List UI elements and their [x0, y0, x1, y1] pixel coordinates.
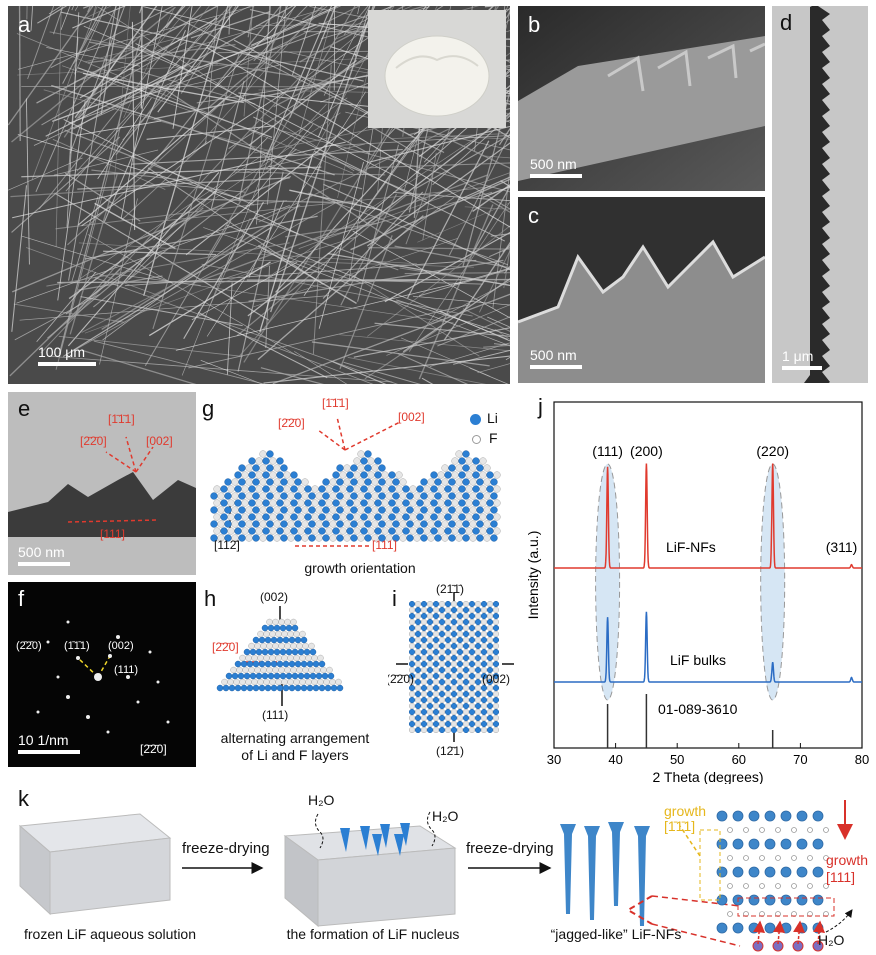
panel-label-i: i — [392, 586, 397, 611]
dir-e-4: [111] — [100, 527, 125, 541]
step-label-2: the formation of LiF nucleus — [286, 926, 460, 942]
growth-label-1: growth[1̄1̄1] — [664, 803, 707, 834]
legend-f: F — [470, 430, 498, 446]
h2o-label-2: H₂O — [432, 808, 459, 824]
step-label-3: “jagged-like” LiF-NFs — [550, 926, 682, 942]
peak-highlight — [595, 463, 621, 701]
jagged-fiber — [804, 6, 830, 383]
axis-g: [112̄] — [214, 538, 240, 552]
xrd-chart: 30 40 50 60 70 80 2 Theta (degrees) Intensity (… — [525, 401, 869, 784]
panel-g-crystal: g [1̄1̄1] [2̄2̄0] [002] [111] [112̄] gro… — [200, 392, 520, 582]
scale-bar-e: 500 nm — [18, 544, 70, 566]
panel-label-b: b — [528, 12, 541, 37]
zone-axis-f: [2̄2̄0] — [140, 742, 167, 756]
h2o-label-1: H₂O — [308, 792, 335, 808]
panel-d-tem: d 1 μm — [772, 6, 868, 383]
frozen-solution-block — [18, 813, 172, 916]
crystal-model-g — [210, 416, 501, 547]
caption-g: growth orientation — [304, 560, 416, 576]
panel-label-h: h — [204, 586, 217, 611]
panel-label-e: e — [18, 396, 31, 421]
x-tick-label: 30 — [547, 752, 561, 767]
panel-label-d: d — [780, 10, 793, 35]
process-diagram — [18, 800, 853, 952]
x-tick-label: 50 — [670, 752, 684, 767]
inset-photo — [368, 10, 506, 128]
panel-label-k: k — [18, 786, 29, 811]
panel-f-saed: f (2̄2̄0) (1̄1̄1) (002) (111) [2̄2̄0] 10… — [8, 582, 196, 767]
dir-g-1: [1̄1̄1] — [322, 396, 349, 410]
xrd-series-line — [554, 611, 862, 683]
dir-e-1: [1̄1̄1] — [108, 412, 135, 426]
dir-g-4: [111] — [372, 538, 397, 552]
dir-g-3: [002] — [398, 410, 425, 424]
panel-label-c: c — [528, 203, 539, 228]
scale-bar-c: 500 nm — [530, 347, 582, 369]
panel-a-sem: a 100 μm — [8, 6, 510, 384]
x-axis-label: 2 Theta (degrees) — [652, 769, 763, 784]
crystal-model-h — [216, 606, 344, 706]
series-label: LiF bulks — [670, 652, 726, 668]
x-tick-label: 40 — [608, 752, 622, 767]
dir-g-2: [2̄2̄0] — [278, 416, 305, 430]
x-tick-label: 60 — [732, 752, 746, 767]
panel-label-g: g — [202, 396, 215, 421]
dir-h-1: (002) — [260, 590, 289, 604]
panel-k-process: k — [0, 786, 876, 955]
diffraction-pattern — [36, 620, 170, 734]
peak-label: (220) — [756, 443, 789, 459]
freeze-drying-label-2: freeze-drying — [466, 840, 554, 857]
panel-h-crystal: h (002) [2̄2̄0] (111) alternating arrang… — [200, 584, 390, 766]
dir-i-1: (21̄1̄) — [436, 584, 465, 596]
legend-g: Li F — [470, 410, 498, 446]
scale-bar-b: 500 nm — [530, 156, 582, 178]
step-label-1: frozen LiF aqueous solution — [24, 926, 196, 942]
series-label: LiF-NFs — [666, 539, 716, 555]
dir-i-4: (12̄1) — [436, 744, 465, 758]
crystal-model-i — [396, 592, 514, 742]
dir-i-2: (2̄2̄0) — [388, 672, 415, 686]
jagged-nanofibers — [560, 822, 650, 926]
panel-label-j: j — [538, 394, 543, 419]
freeze-drying-label-1: freeze-drying — [182, 840, 270, 857]
dir-i-3: (002) — [482, 672, 511, 686]
reference-label: 01-089-3610 — [658, 701, 738, 717]
legend-li: Li — [470, 410, 498, 426]
dir-e-3: [002] — [146, 434, 173, 448]
y-axis-label: Intensity (a.u.) — [525, 531, 541, 620]
scale-bar-a: 100 μm — [38, 344, 96, 366]
h2o-label-3: H₂O — [818, 932, 845, 948]
panel-j-xrd: j 30 40 50 60 70 80 2 Theta (degrees) Intensity… — [524, 392, 874, 784]
peak-label: (311) — [826, 539, 858, 555]
panel-label-f: f — [18, 586, 25, 611]
plot-frame — [553, 401, 863, 749]
peak-label: (200) — [630, 443, 663, 459]
x-tick-label: 70 — [793, 752, 807, 767]
spot-f-3: (002) — [108, 640, 134, 652]
scale-bar-d: 1 μm — [782, 348, 822, 370]
dir-h-3: (111) — [262, 708, 289, 722]
spot-f-4: (111) — [114, 664, 139, 676]
dir-h-2: [2̄2̄0] — [212, 640, 239, 654]
spot-f-1: (2̄2̄0) — [16, 640, 42, 652]
xrd-series-line — [554, 463, 862, 569]
nucleus-block — [283, 811, 457, 928]
x-tick-label: 80 — [855, 752, 869, 767]
panel-e-tem: e [1̄1̄1] [2̄2̄0] [002] [111] 500 nm — [8, 392, 196, 575]
peak-label: (111) — [592, 443, 623, 459]
panel-label-a: a — [18, 12, 31, 37]
peak-highlight — [760, 463, 786, 701]
spot-f-2: (1̄1̄1) — [64, 640, 90, 652]
growth-label-2: growth[111] — [826, 852, 869, 885]
dir-e-2: [2̄2̄0] — [80, 434, 107, 448]
panel-b-sem: b 500 nm — [518, 6, 765, 191]
scale-bar-f: 10 1/nm — [18, 732, 80, 754]
panel-c-sem: c 500 nm — [518, 197, 765, 383]
panel-i-crystal: i (21̄1̄) (2̄2̄0) (002) (12̄1) — [388, 584, 522, 766]
lattice-detail — [716, 810, 829, 952]
